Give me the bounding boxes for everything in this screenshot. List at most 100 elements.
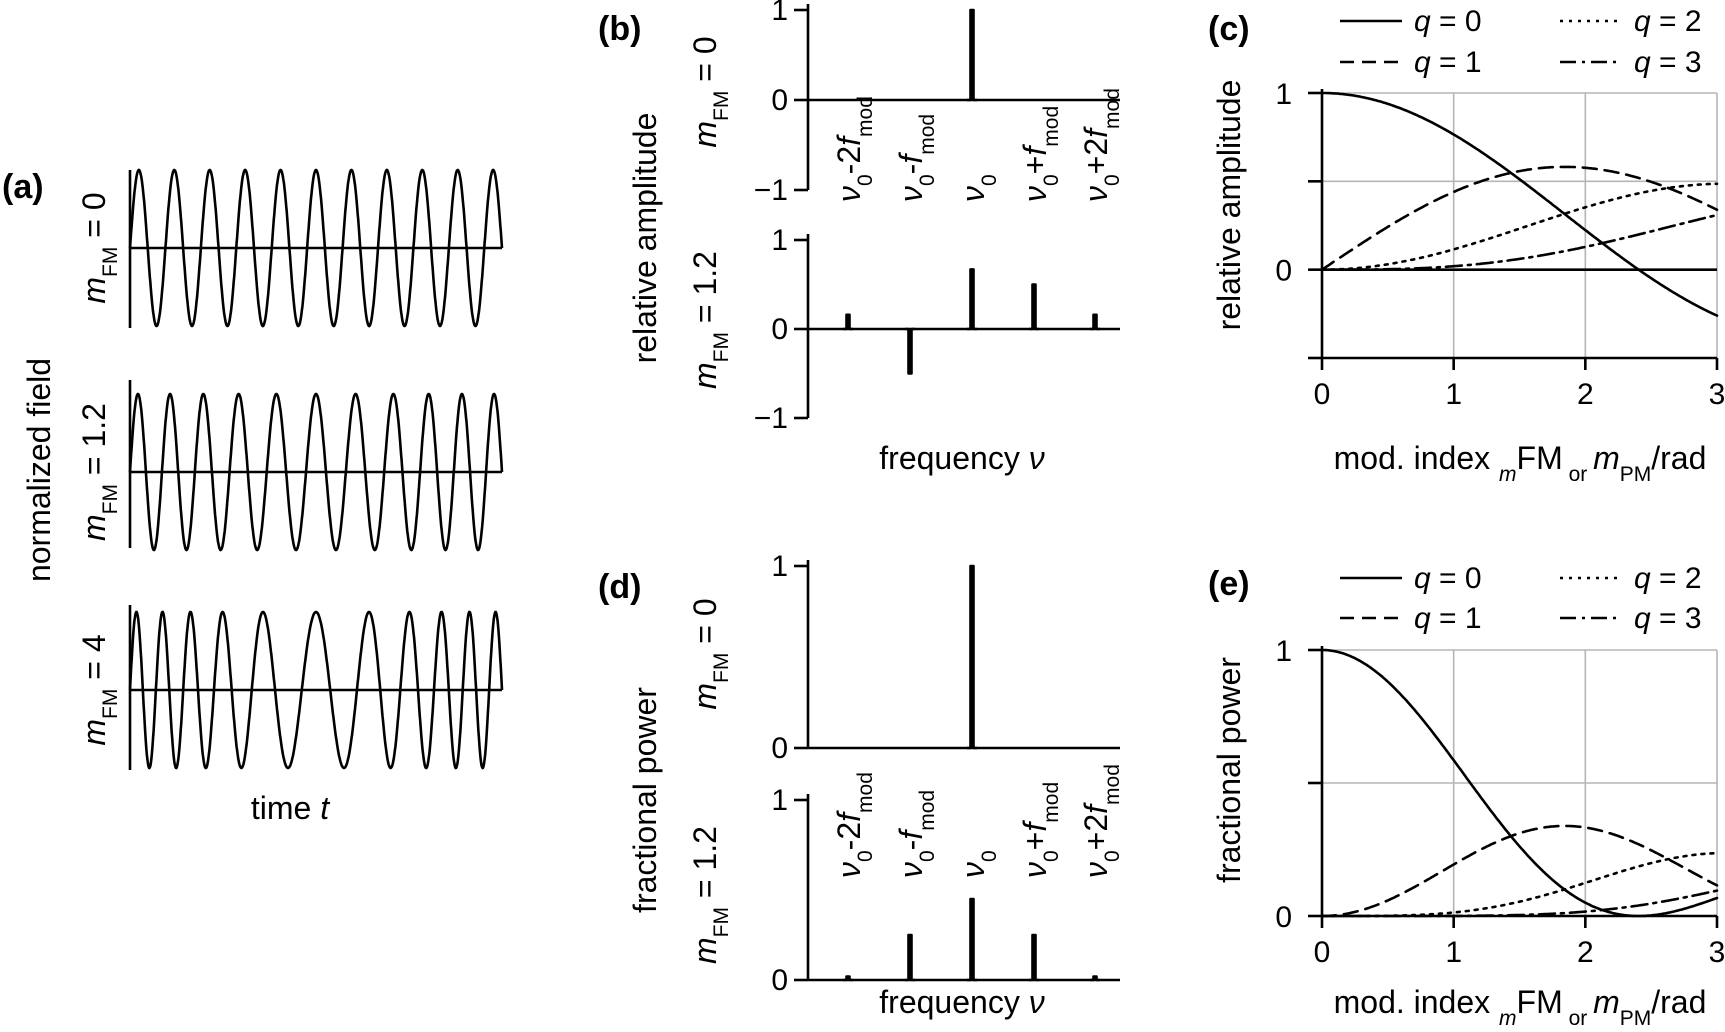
series-line-q0 <box>1320 648 1719 918</box>
series-line-q2 <box>1320 851 1719 918</box>
spectrum-y-tick-label: 0 <box>771 313 788 346</box>
panel-a-row-label: mFM = 0 <box>76 192 122 303</box>
panel-c: (c) relative amplitude mod. index mFM or m… <box>1208 5 1725 486</box>
legend-label: q = 0 <box>1414 562 1482 595</box>
panel-e: (e) fractional power mod. index mFM or mPM… <box>1208 562 1725 1030</box>
spectrum-y-tick-label: 1 <box>771 784 788 817</box>
panel-b-ylabel: relative amplitude <box>627 113 663 364</box>
spectrum-y-tick-label: 1 <box>771 550 788 583</box>
spectrum-category-label: ν0-fmod <box>893 790 939 878</box>
series-line-q1 <box>1320 165 1719 272</box>
spectrum-row-label: mFM = 1.2 <box>687 826 733 964</box>
panel-b-label: (b) <box>598 10 641 48</box>
spectrum-y-tick-label: −1 <box>754 174 788 207</box>
panel-a-row-label: mFM = 4 <box>76 634 122 745</box>
spectrum-row-label: mFM = 0 <box>687 598 733 709</box>
legend-label: q = 0 <box>1414 5 1482 38</box>
legend: q = 0 q = 1 q = 2 q = 3 <box>1340 562 1702 635</box>
spectral-line <box>1029 933 1039 982</box>
waveform-line <box>128 168 504 328</box>
spectrum-y-tick-label: 1 <box>771 0 788 27</box>
spectrum-d-0: mFM = 0 0 1 <box>687 550 1120 765</box>
spectral-line <box>967 897 977 982</box>
panel-c-label: (c) <box>1208 10 1250 48</box>
panel-a-row-label: mFM = 1.2 <box>76 403 122 541</box>
spectral-line <box>905 327 915 375</box>
spectrum-category-label: ν0+fmod <box>1017 106 1063 202</box>
spectrum-y-tick-label: 0 <box>771 964 788 997</box>
x-tick-label: 2 <box>1577 378 1594 411</box>
spectral-line <box>967 564 977 750</box>
waveform-line <box>128 610 504 770</box>
legend-label: q = 1 <box>1414 46 1482 79</box>
legend: q = 0 q = 1 q = 2 q = 3 <box>1340 5 1702 79</box>
panel-c-ylabel: relative amplitude <box>1211 80 1247 331</box>
waveform-1: mFM = 1.2 <box>76 380 504 552</box>
spectrum-row-label: mFM = 1.2 <box>687 251 733 389</box>
panel-a-label: (a) <box>2 168 44 206</box>
x-tick-label: 0 <box>1314 378 1331 411</box>
spectrum-y-tick-label: −1 <box>754 402 788 435</box>
waveform-2: mFM = 4 <box>76 605 504 770</box>
spectrum-category-label: ν0-fmod <box>893 114 939 202</box>
spectral-line <box>967 268 977 331</box>
series-line-q1 <box>1320 824 1719 918</box>
waveform-0: mFM = 0 <box>76 168 504 328</box>
series-line-q3 <box>1320 889 1719 918</box>
spectral-line <box>843 313 853 331</box>
spectrum-category-label: ν0+fmod <box>1017 782 1063 878</box>
y-tick-label: 1 <box>1275 635 1292 668</box>
panel-e-label: (e) <box>1208 565 1250 603</box>
series-line-q2 <box>1320 182 1719 272</box>
panel-d-xlabel: frequency ν <box>879 984 1044 1020</box>
panel-d-ylabel: fractional power <box>627 687 663 913</box>
spectrum-b-0: mFM = 0 −1 0 1 <box>687 0 1120 207</box>
series-line-q0 <box>1320 91 1719 317</box>
x-tick-label: 3 <box>1709 378 1725 411</box>
spectral-line <box>967 8 977 102</box>
panel-a: (a) normalized field time t mFM = 0 mFM = 1.… <box>2 168 504 826</box>
spectrum-category-label: ν0 <box>955 174 1001 202</box>
spectrum-b-1: mFM = 1.2 −1 0 1 <box>687 224 1120 435</box>
x-tick-label: 2 <box>1577 936 1594 969</box>
spectral-line <box>1029 283 1039 331</box>
spectrum-y-tick-label: 0 <box>771 732 788 765</box>
panel-e-xlabel: mod. index mFM or mPM/rad <box>1334 984 1707 1030</box>
spectrum-y-tick-label: 1 <box>771 224 788 257</box>
series-line-q3 <box>1320 213 1719 272</box>
panel-a-ylabel: normalized field <box>21 358 57 582</box>
panel-d-label: (d) <box>598 568 641 606</box>
legend-label: q = 3 <box>1634 46 1702 79</box>
spectrum-category-label: ν0 <box>955 850 1001 878</box>
panel-e-ylabel: fractional power <box>1211 657 1247 883</box>
y-tick-label: 1 <box>1275 78 1292 111</box>
x-tick-label: 1 <box>1445 378 1462 411</box>
x-tick-label: 3 <box>1709 936 1725 969</box>
panel-b-xlabel: frequency ν <box>879 440 1044 476</box>
legend-label: q = 3 <box>1634 602 1702 635</box>
spectrum-category-label: ν0-2fmod <box>831 96 877 202</box>
x-tick-label: 0 <box>1314 936 1331 969</box>
x-tick-label: 1 <box>1445 936 1462 969</box>
spectrum-category-label: ν0+2fmod <box>1078 764 1124 878</box>
waveform-line <box>128 392 504 552</box>
spectrum-row-label: mFM = 0 <box>687 36 733 147</box>
y-tick-label: 0 <box>1275 901 1292 934</box>
y-tick-label: 0 <box>1275 255 1292 288</box>
spectrum-d-1: mFM = 1.2 0 1 <box>687 784 1120 997</box>
panel-a-xlabel: time t <box>251 790 330 826</box>
legend-label: q = 2 <box>1634 5 1702 38</box>
spectrum-y-tick-label: 0 <box>771 84 788 117</box>
spectral-line <box>905 933 915 982</box>
legend-label: q = 1 <box>1414 602 1482 635</box>
spectral-line <box>1090 975 1100 982</box>
spectrum-category-label: ν0-2fmod <box>831 772 877 878</box>
panel-c-xlabel: mod. index mFM or mPM/rad <box>1334 440 1707 486</box>
legend-label: q = 2 <box>1634 562 1702 595</box>
spectral-line <box>1090 313 1100 331</box>
spectrum-category-label: ν0+2fmod <box>1078 88 1124 202</box>
spectral-line <box>843 975 853 982</box>
